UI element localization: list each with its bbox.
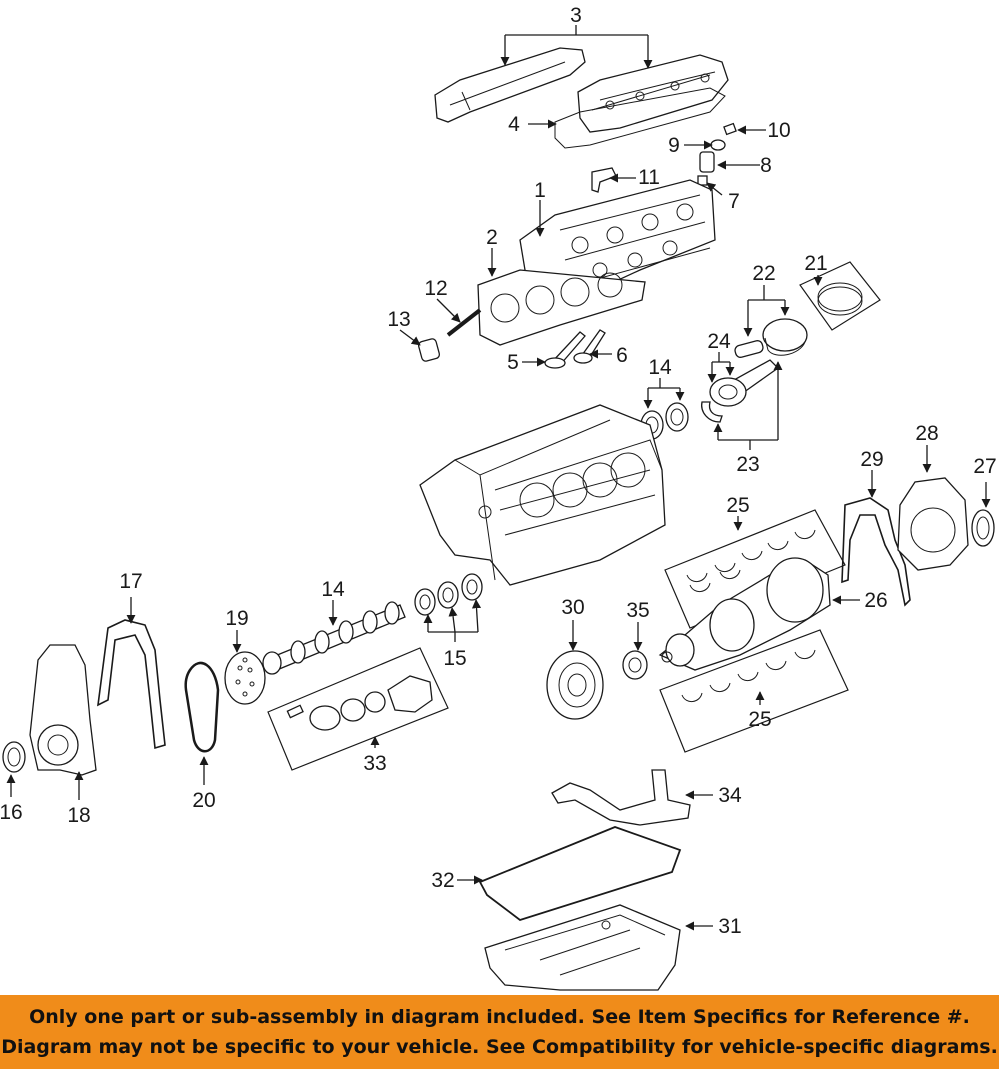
rear-main-cover — [897, 477, 969, 571]
callout-15-upper: 14 — [648, 356, 672, 379]
callout-21: 21 — [804, 252, 827, 275]
valve-small-parts — [697, 122, 737, 186]
callout-11: 11 — [638, 166, 660, 189]
disclaimer-line-2: Diagram may not be specific to your vehi… — [1, 1036, 998, 1058]
valve-cover-right — [577, 54, 729, 133]
oil-pan — [484, 904, 681, 991]
rocker-arm — [591, 167, 617, 193]
callout-16: 16 — [0, 801, 23, 824]
disclaimer-line-1: Only one part or sub-assembly in diagram… — [29, 1006, 970, 1028]
callout-34: 34 — [718, 784, 742, 807]
callout-29: 29 — [860, 448, 883, 471]
callout-6: 6 — [616, 344, 628, 367]
oil-pan-gasket — [478, 826, 682, 921]
callout-17: 17 — [119, 570, 142, 593]
callout-12: 12 — [424, 277, 447, 300]
camshaft — [262, 601, 406, 675]
callout-18: 18 — [67, 804, 90, 827]
callout-labels: 3 4 10 9 8 7 11 1 2 12 13 5 6 21 22 24 1… — [0, 4, 997, 938]
callout-20: 20 — [192, 789, 215, 812]
callout-33: 33 — [363, 752, 386, 775]
engine-block — [419, 404, 666, 586]
callout-35: 35 — [626, 599, 649, 622]
disclaimer-banner: Only one part or sub-assembly in diagram… — [0, 995, 999, 1069]
callout-31: 31 — [718, 915, 741, 938]
main-bearings-lower — [659, 629, 849, 753]
timing-chain — [184, 661, 220, 753]
callout-19: 19 — [225, 607, 248, 630]
callout-3: 3 — [570, 4, 582, 27]
callout-9: 9 — [668, 134, 680, 157]
callout-14: 14 — [321, 578, 345, 601]
callout-10: 10 — [767, 119, 790, 142]
leader-lines — [6, 25, 991, 931]
push-rod — [446, 308, 482, 337]
valve-cover-left — [434, 47, 586, 123]
callout-28: 28 — [915, 422, 938, 445]
head-gasket — [477, 269, 646, 346]
main-bearings-upper — [664, 509, 846, 629]
rear-main-seal — [971, 509, 995, 547]
rear-cover-gasket — [841, 497, 911, 607]
front-cover-gasket — [97, 619, 166, 750]
callout-8: 8 — [760, 154, 772, 177]
callout-25-upper: 25 — [726, 494, 749, 517]
oil-pickup-tube — [551, 769, 691, 826]
crankshaft — [658, 557, 831, 671]
callout-22: 22 — [752, 262, 775, 285]
front-seal — [2, 741, 26, 773]
callout-1: 1 — [534, 179, 546, 202]
callout-7: 7 — [728, 190, 740, 213]
callout-24: 24 — [707, 330, 731, 353]
front-cover — [29, 644, 97, 776]
callout-13: 13 — [387, 308, 410, 331]
callout-23: 23 — [736, 453, 759, 476]
crank-sprocket — [622, 650, 648, 680]
callout-4: 4 — [508, 113, 520, 136]
harmonic-balancer — [546, 650, 604, 720]
callout-30: 30 — [561, 596, 584, 619]
callout-2: 2 — [486, 226, 498, 249]
cam-sprocket — [224, 651, 266, 705]
callout-32: 32 — [431, 869, 454, 892]
piston — [762, 318, 808, 356]
valve-cover-gasket — [554, 87, 726, 149]
callout-25-lower: 25 — [748, 708, 771, 731]
lifter — [417, 338, 441, 362]
callout-15-lower: 15 — [443, 647, 466, 670]
cam-retainer-kit — [267, 647, 449, 771]
piston-pin — [734, 340, 764, 358]
callout-26: 26 — [864, 589, 887, 612]
cam-bearings-lower — [414, 573, 483, 616]
engine-parts-diagram: 3 4 10 9 8 7 11 1 2 12 13 5 6 21 22 24 1… — [0, 4, 997, 991]
callout-27: 27 — [973, 455, 996, 478]
callout-5: 5 — [507, 351, 519, 374]
connecting-rod — [701, 359, 780, 423]
